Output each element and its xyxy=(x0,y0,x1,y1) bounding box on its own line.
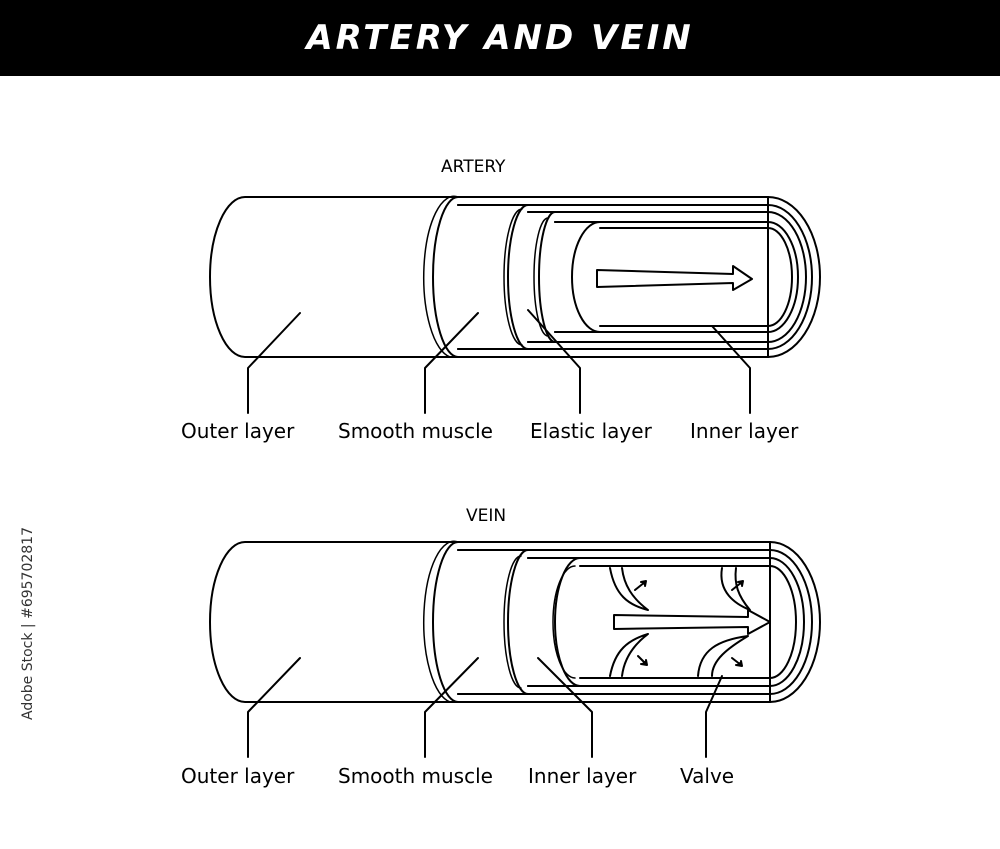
vein-vessel xyxy=(209,540,821,703)
artery-label-elastic-layer: Elastic layer xyxy=(530,419,652,443)
vein-label-inner-layer: Inner layer xyxy=(528,764,637,788)
artery-label-inner-layer: Inner layer xyxy=(690,419,799,443)
vein-outer-cut xyxy=(432,541,459,703)
artery-flow-arrow xyxy=(596,265,753,291)
vein-valve xyxy=(609,567,649,611)
title-banner: ARTERY AND VEIN xyxy=(0,0,1000,76)
vein-label-valve: Valve xyxy=(680,764,735,788)
vein-label-outer-layer: Outer layer xyxy=(181,764,295,788)
stock-id-watermark: Adobe Stock | #695702817 xyxy=(20,527,36,720)
artery-title: ARTERY xyxy=(441,157,506,177)
artery-label-smooth-muscle: Smooth muscle xyxy=(338,419,493,443)
vein-leader-lines xyxy=(247,657,723,758)
vein-flow-arrow xyxy=(613,609,771,635)
vein-outer-layer xyxy=(209,541,459,703)
vein-label-smooth-muscle: Smooth muscle xyxy=(338,764,493,788)
vein-title: VEIN xyxy=(466,506,507,526)
page-title: ARTERY AND VEIN xyxy=(306,18,694,58)
artery-outer-layer xyxy=(209,196,459,358)
artery-leader-lines xyxy=(247,309,751,414)
artery-outer-cut xyxy=(432,196,459,358)
artery-vessel xyxy=(209,195,821,358)
artery-label-outer-layer: Outer layer xyxy=(181,419,295,443)
